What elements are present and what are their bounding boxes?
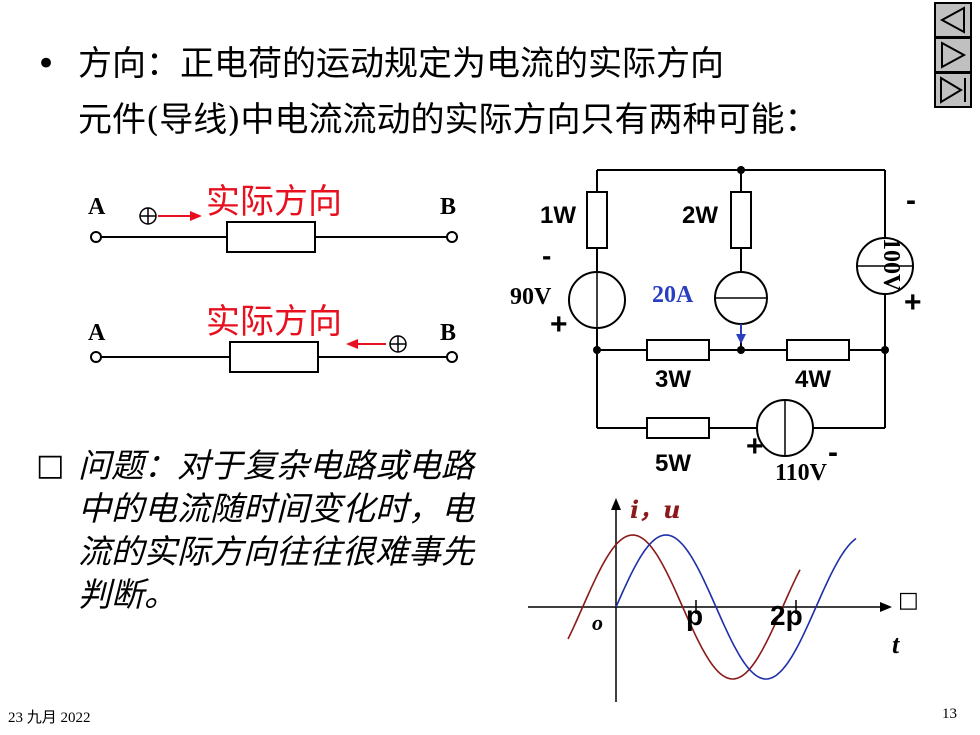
circuit-diagram: 1W 2W 3W 4W 5W 90V 20A 100V 110V - + - +… <box>490 160 960 500</box>
sign-plus-100v: + <box>904 286 922 319</box>
last-slide-button[interactable] <box>934 72 972 108</box>
axis-label-y: i，u <box>630 490 681 525</box>
terminal-a-icon <box>90 351 102 363</box>
prev-slide-button[interactable] <box>934 2 972 38</box>
resistor-1w-icon <box>586 191 608 249</box>
sign-plus-90v: + <box>550 308 568 341</box>
subline-text: 元件(导线)中电流流动的实际方向只有两种可能： <box>78 100 819 140</box>
label-3w: 3W <box>655 366 691 393</box>
label-20a: 20A <box>652 282 694 308</box>
voltage-source-110v-icon <box>756 399 814 457</box>
label-1w: 1W <box>540 202 576 229</box>
pi-label: p <box>686 600 704 631</box>
current-source-20a-icon <box>714 271 768 325</box>
sign-minus-100v: - <box>906 184 916 217</box>
node-dots <box>593 166 889 354</box>
y-axis-arrow-icon <box>611 498 621 510</box>
slide-nav <box>934 2 972 108</box>
label-4w: 4W <box>795 366 831 393</box>
resistor-3w-icon <box>646 339 710 361</box>
u-curve <box>615 534 857 680</box>
triangle-right-icon <box>941 41 967 69</box>
terminal-b-icon <box>446 231 458 243</box>
next-slide-button[interactable] <box>934 37 972 73</box>
resistor-icon <box>226 221 316 253</box>
terminal-b-icon <box>446 351 458 363</box>
resistor-5w-icon <box>646 417 710 439</box>
question-text: 问题：对于复杂电路或电路中的电流随时间变化时，电流的实际方向往往很难事先判断。 <box>78 446 474 614</box>
resistor-2w-icon <box>730 191 752 249</box>
label-110v: 110V <box>775 460 828 486</box>
sign-minus-90v: - <box>542 240 552 271</box>
arrow-right-icon <box>158 211 202 221</box>
label-a: A <box>88 194 106 220</box>
axis-arrow-glyph: □ <box>898 588 919 613</box>
label-a: A <box>88 320 106 346</box>
positive-charge-icon <box>389 335 407 353</box>
two-pi-label: 2p <box>770 600 803 631</box>
voltage-source-100v-icon <box>856 237 914 295</box>
direction-label: 实际方向 <box>206 302 342 342</box>
x-axis-arrow-icon <box>880 602 892 612</box>
label-100v: 100V <box>878 238 904 292</box>
label-b: B <box>440 320 457 346</box>
resistor-icon <box>229 341 319 373</box>
positive-charge-icon <box>139 207 157 225</box>
sign-minus-110v: - <box>828 436 838 469</box>
origin-label: o <box>592 610 603 635</box>
terminal-a-icon <box>90 231 102 243</box>
label-90v: 90V <box>510 284 552 310</box>
waveform-plot: i，u o p 2p t □ <box>520 490 940 705</box>
label-2w: 2W <box>682 202 718 229</box>
sign-plus-110v: + <box>746 430 764 463</box>
question-marker: □ <box>36 448 65 483</box>
arrow-left-icon <box>346 339 386 349</box>
axis-label-y-text: i，u <box>630 495 681 524</box>
footer-page: 13 <box>942 706 957 722</box>
current-arrow-icon <box>736 324 746 344</box>
bullet-marker: • <box>36 44 57 84</box>
i-curve <box>567 534 801 680</box>
t-label: t <box>892 630 900 659</box>
label-5w: 5W <box>655 450 691 477</box>
resistor-4w-icon <box>786 339 850 361</box>
label-b: B <box>440 194 457 220</box>
resistor-diagram-1: A B 实际方向 <box>80 170 470 280</box>
triangle-left-icon <box>939 6 965 34</box>
triangle-right-bar-icon <box>940 76 966 104</box>
voltage-source-90v-icon <box>568 271 626 329</box>
footer-date: 23 九月 2022 <box>8 710 91 726</box>
bullet-text: 方向：正电荷的运动规定为电流的实际方向 <box>78 44 724 84</box>
resistor-diagram-2: A B 实际方向 <box>80 290 470 400</box>
direction-label: 实际方向 <box>206 182 342 222</box>
